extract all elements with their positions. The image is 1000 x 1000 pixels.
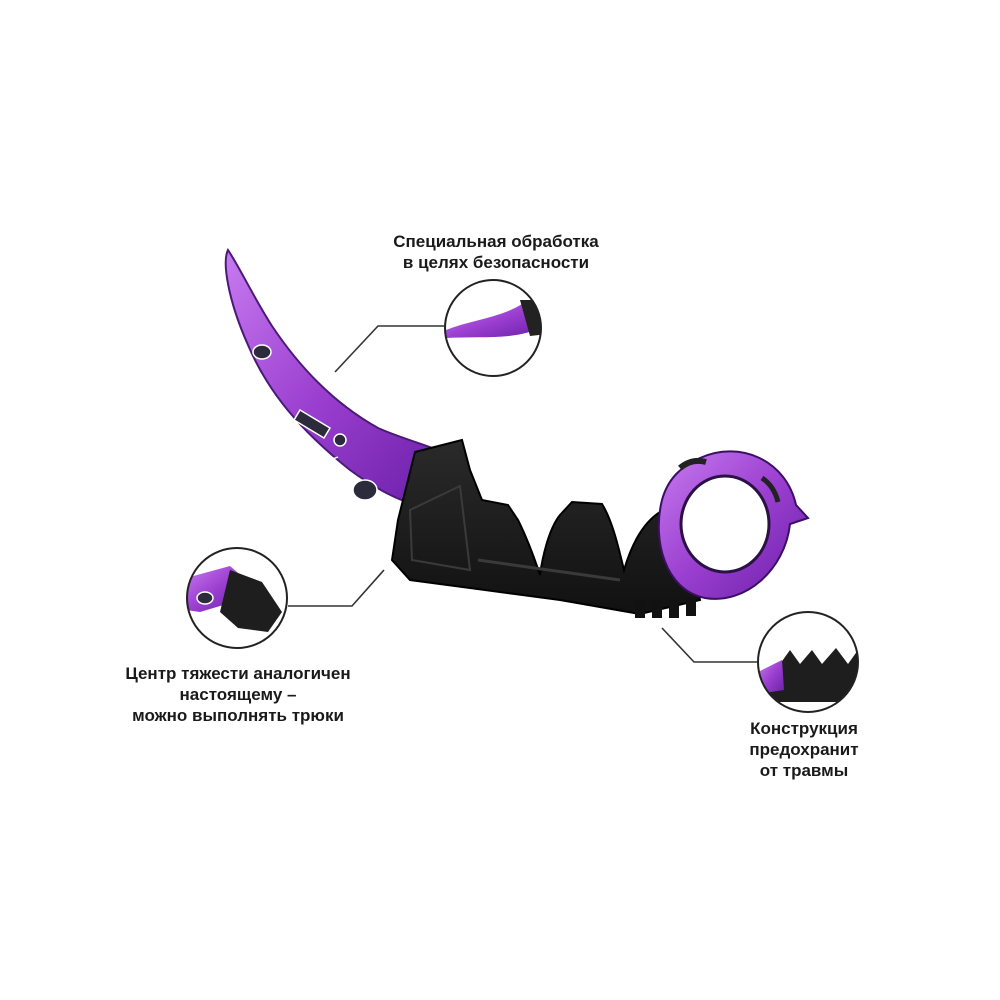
knife-blade xyxy=(224,248,444,507)
handle-serrations xyxy=(635,598,696,618)
callout-guard-line-3: от травмы xyxy=(759,761,849,780)
leader-lines xyxy=(288,325,758,663)
callout-safety-text: Специальная обработка в целях безопаснос… xyxy=(340,231,652,273)
callout-safety-line-1: Специальная обработка xyxy=(393,232,599,251)
karambit-knife xyxy=(224,248,810,618)
knife-ring xyxy=(657,450,810,600)
detail-circle-balance xyxy=(186,547,288,649)
blade-pattern xyxy=(252,344,378,501)
callout-safety-line-2: в целях безопасности xyxy=(402,253,590,272)
callout-guard-text: Конструкция предохранит от травмы xyxy=(720,718,888,781)
handle-groove-line xyxy=(477,558,621,582)
detail-circle-guard xyxy=(757,611,859,713)
callout-guard-line-2: предохранит xyxy=(749,740,859,759)
leader-line-balance xyxy=(288,569,385,607)
leader-line-guard xyxy=(661,627,758,663)
callout-balance-line-2: настоящему – xyxy=(179,685,297,704)
handle-guard-detail xyxy=(187,566,282,632)
handle-texture xyxy=(408,484,472,572)
blade-tip-detail xyxy=(446,300,541,338)
detail-circle-safety xyxy=(444,279,542,377)
leader-line-safety xyxy=(334,325,446,373)
callout-balance-text: Центр тяжести аналогичен настоящему – мо… xyxy=(100,663,376,726)
knife-handle xyxy=(390,438,702,616)
callout-balance-line-3: можно выполнять трюки xyxy=(132,706,344,725)
callout-guard-line-1: Конструкция xyxy=(750,719,858,738)
callout-balance-line-1: Центр тяжести аналогичен xyxy=(125,664,351,683)
